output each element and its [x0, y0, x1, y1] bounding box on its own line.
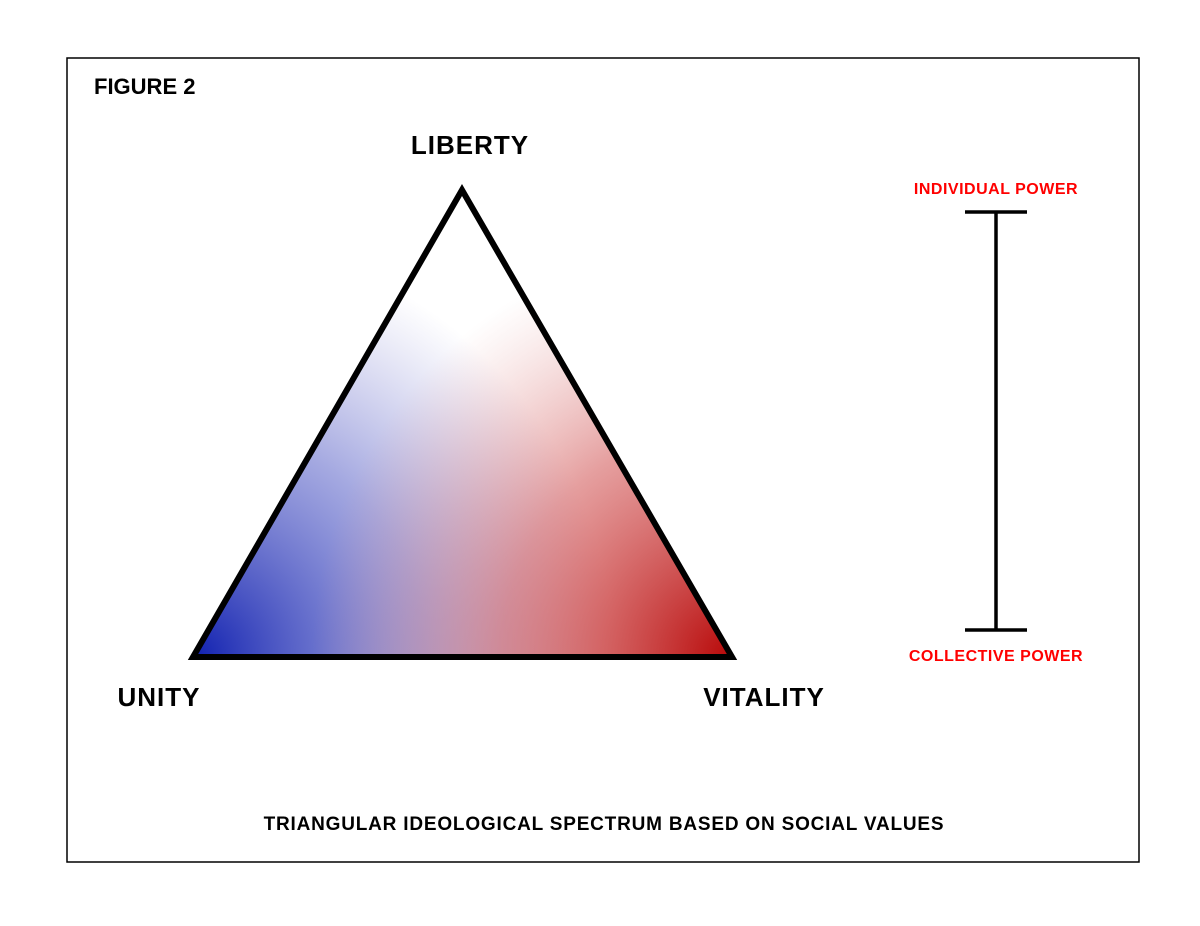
vertex-label-liberty: LIBERTY	[411, 130, 529, 160]
vertex-label-unity: UNITY	[118, 682, 201, 712]
scale-label-individual-power: INDIVIDUAL POWER	[914, 181, 1078, 198]
figure-caption: TRIANGULAR IDEOLOGICAL SPECTRUM BASED ON…	[264, 814, 945, 835]
spectrum-triangle	[187, 183, 738, 660]
power-scale-bar	[965, 210, 1027, 632]
scale-label-collective-power: COLLECTIVE POWER	[909, 648, 1083, 665]
vertex-label-vitality: VITALITY	[703, 682, 825, 712]
figure-label: FIGURE 2	[94, 74, 195, 99]
